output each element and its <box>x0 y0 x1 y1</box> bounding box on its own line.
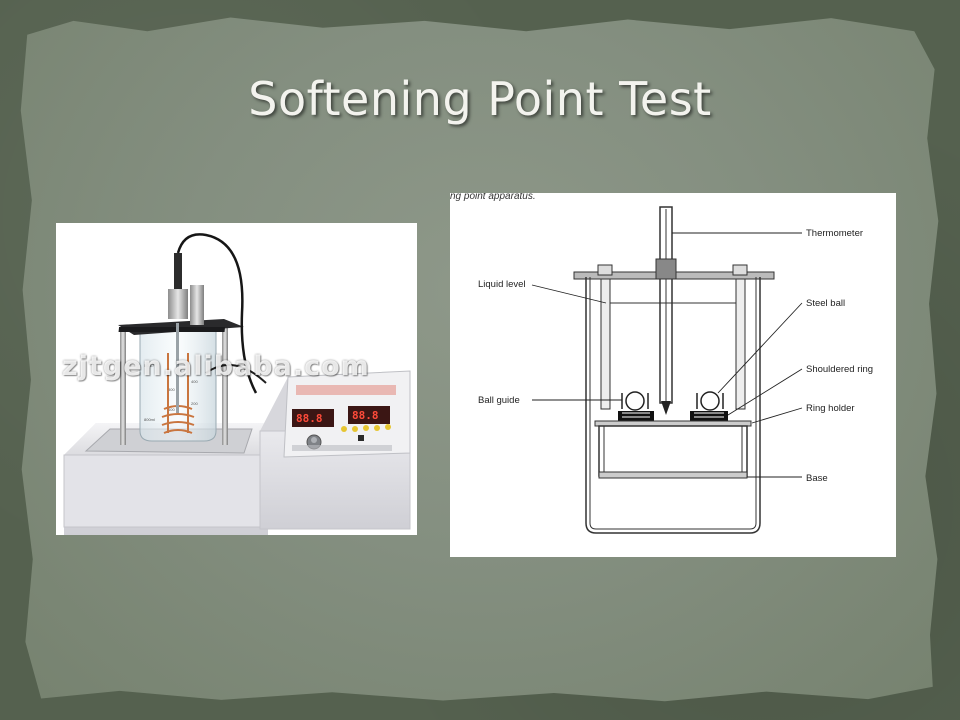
apparatus-photo: 88.8 88.8 50-17 400 200 300 600 800ml <box>56 223 417 535</box>
lid-edge <box>118 327 226 332</box>
bolt-right <box>732 264 748 276</box>
steel-ball-right <box>700 391 720 411</box>
ball-guide-left <box>621 393 649 409</box>
panel-button-2 <box>352 426 358 432</box>
display-right-digits: 88.8 <box>352 409 379 422</box>
label-shouldered-ring: Shouldered ring <box>806 364 873 375</box>
panel-button-4 <box>374 425 380 431</box>
label-ring-holder: Ring holder <box>806 403 855 414</box>
base-plate-bottom <box>598 471 748 479</box>
apparatus-photo-drawing: 88.8 88.8 50-17 400 200 300 600 800ml <box>63 233 411 535</box>
slide-title: Softening Point Test <box>248 72 712 126</box>
sensor-cable <box>176 233 258 394</box>
beaker-mark-1: 50-17 <box>144 363 155 368</box>
thermometer-probe <box>174 253 182 295</box>
stirrer-mount <box>190 285 204 325</box>
beaker-mark-6: 800ml <box>144 417 155 422</box>
panel-footer-text <box>292 445 392 451</box>
panel-switch <box>358 435 364 441</box>
label-steel-ball: Steel ball <box>806 298 845 309</box>
base-cabinet-side <box>63 454 269 528</box>
beaker-mark-4: 300 <box>168 387 175 392</box>
leader-lines <box>531 232 803 478</box>
apparatus-diagram: ng point apparatus. <box>450 193 896 557</box>
display-right <box>348 406 390 424</box>
display-left-digits: 88.8 <box>296 412 323 425</box>
bolt-left <box>597 264 613 276</box>
ball-guide-right <box>696 393 724 409</box>
label-base: Base <box>806 473 828 484</box>
heating-coil <box>161 353 195 434</box>
support-rod-right <box>222 327 228 445</box>
display-left <box>292 409 334 427</box>
thermometer-stem <box>176 323 179 413</box>
thermometer-clamp <box>655 258 677 280</box>
panel-button-5 <box>385 424 391 430</box>
label-liquid-level: Liquid level <box>478 279 526 290</box>
panel-button-3 <box>363 425 369 431</box>
probe-holder <box>168 289 188 319</box>
label-thermometer: Thermometer <box>806 228 863 239</box>
diagram-beaker-inner-wall <box>589 277 757 530</box>
beaker-mark-3: 200 <box>191 401 198 406</box>
diagram-rod-right <box>735 278 746 410</box>
diagram-base <box>598 425 748 477</box>
beaker-mark-5: 600 <box>168 407 175 412</box>
diagram-caption: ng point apparatus. <box>450 193 536 202</box>
apparatus-diagram-drawing: ng point apparatus. <box>450 193 873 534</box>
photo-watermark: zjtgen.alibaba.com <box>62 351 370 382</box>
beaker-mark-2: 400 <box>191 379 198 384</box>
control-knob-cap <box>311 437 317 443</box>
thermometer-bulb <box>661 401 671 415</box>
panel-header-stripe <box>296 385 396 395</box>
diagram-beaker <box>585 277 761 534</box>
diagram-rod-left <box>600 278 611 410</box>
support-rod-left <box>120 327 126 445</box>
label-ball-guide: Ball guide <box>478 395 520 406</box>
heater-cable <box>205 364 267 384</box>
panel-button-1 <box>341 426 347 432</box>
steel-ball-left <box>625 391 645 411</box>
